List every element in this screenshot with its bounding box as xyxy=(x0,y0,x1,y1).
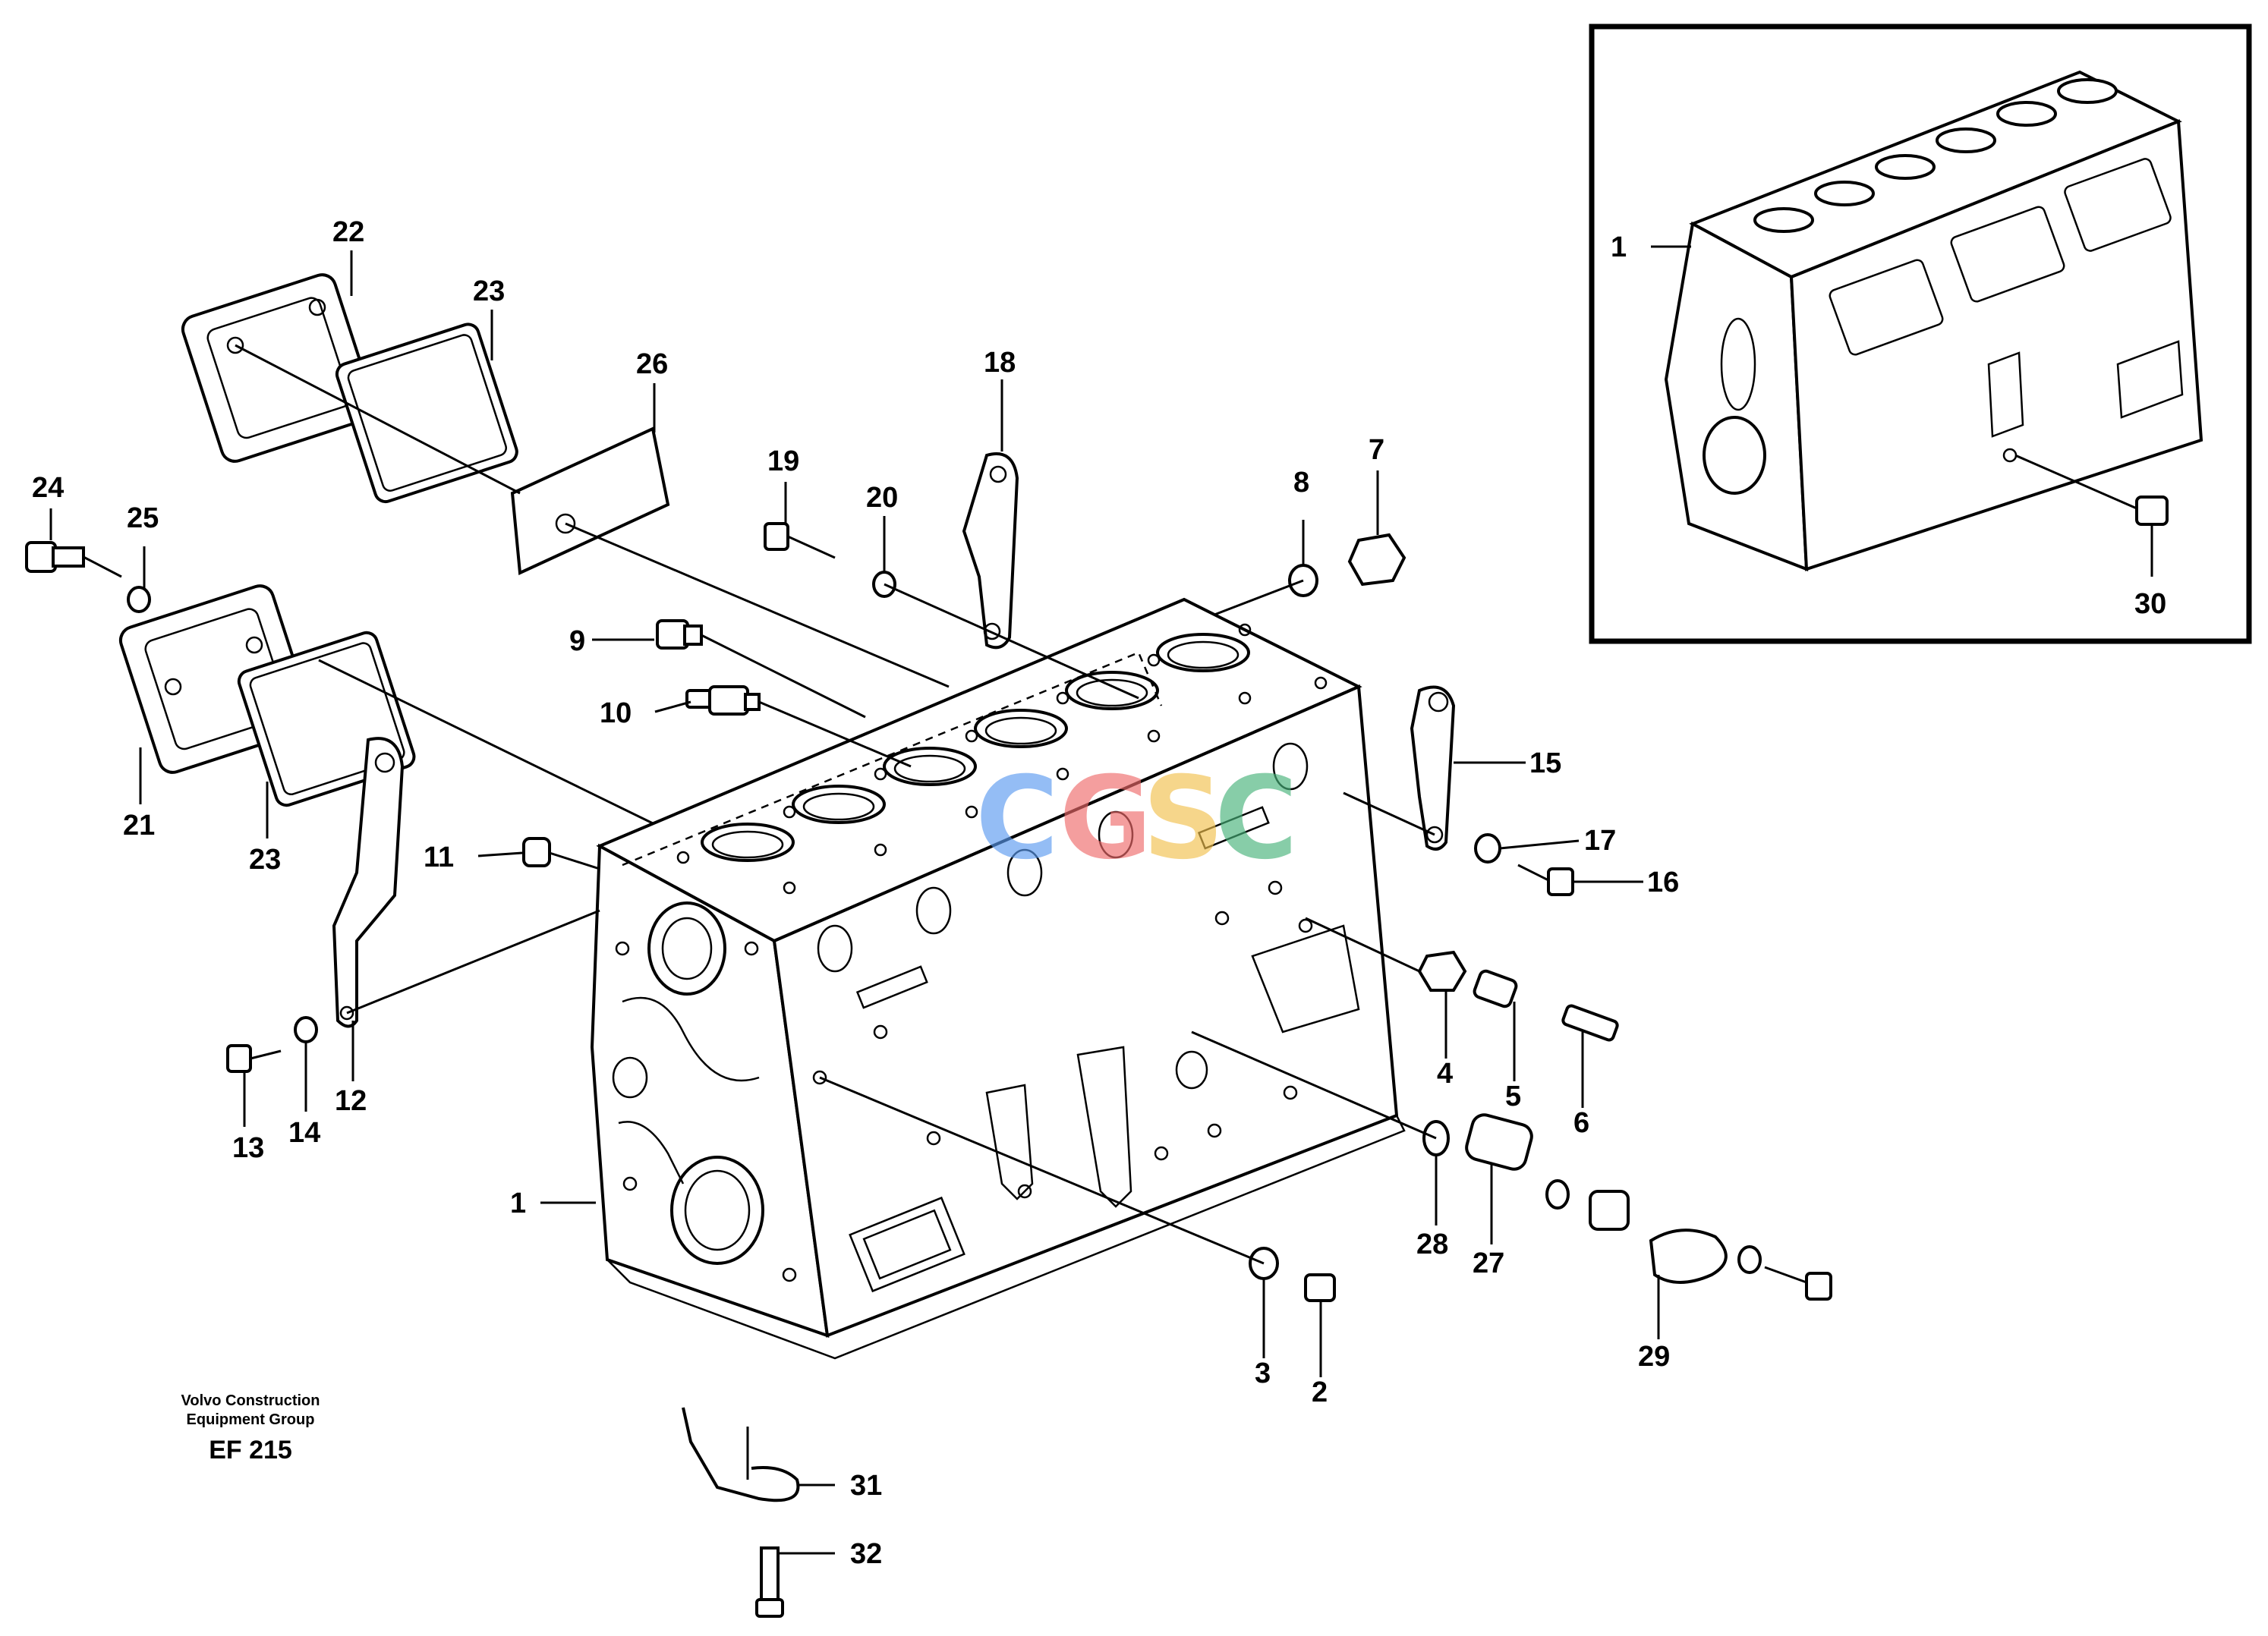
callout-32: 32 xyxy=(850,1538,882,1570)
callout-17: 17 xyxy=(1584,825,1616,857)
callout-1: 1 xyxy=(510,1188,526,1219)
cylinder-bores xyxy=(701,633,1250,862)
callout-29: 29 xyxy=(1638,1341,1670,1373)
callout-12: 12 xyxy=(335,1085,367,1117)
callout-6: 6 xyxy=(1573,1107,1589,1139)
callout-23-upper: 23 xyxy=(473,275,505,307)
callout-24: 24 xyxy=(32,472,64,504)
caption-block: Volvo Construction Equipment Group EF 21… xyxy=(181,1392,320,1465)
callout-10: 10 xyxy=(600,697,632,729)
callout-14: 14 xyxy=(288,1117,320,1149)
inset-callout-1: 1 xyxy=(1611,231,1627,263)
part-24-bolt xyxy=(25,541,122,578)
callout-11: 11 xyxy=(424,842,454,873)
inset-engine-block xyxy=(1664,70,2203,571)
callout-7: 7 xyxy=(1369,434,1384,466)
callout-18: 18 xyxy=(984,347,1016,379)
callout-19: 19 xyxy=(767,445,799,477)
cgsc-watermark: C G S C xyxy=(975,753,1298,885)
callout-16: 16 xyxy=(1647,867,1679,898)
callout-22: 22 xyxy=(332,216,364,248)
callout-20: 20 xyxy=(866,482,898,514)
callout-2: 2 xyxy=(1312,1376,1328,1408)
callout-23-lower: 23 xyxy=(249,844,281,876)
watermark-letter-1: C xyxy=(975,753,1059,885)
watermark-letter-3: S xyxy=(1142,753,1224,885)
callout-27: 27 xyxy=(1473,1247,1504,1279)
inset-panel: 1 30 xyxy=(1589,24,2252,644)
callout-4: 4 xyxy=(1437,1058,1453,1090)
callout-3: 3 xyxy=(1255,1358,1271,1389)
callout-15: 15 xyxy=(1529,747,1561,779)
callout-13: 13 xyxy=(232,1132,264,1164)
callout-31: 31 xyxy=(850,1470,882,1502)
caption-company-line1: Volvo Construction xyxy=(181,1392,320,1409)
deck-bolt-holes xyxy=(676,623,1328,895)
callout-25: 25 xyxy=(127,502,159,534)
watermark-letter-2: G xyxy=(1059,753,1152,885)
engine-block xyxy=(590,597,1406,1360)
loose-parts xyxy=(25,273,1832,1618)
figure-code: EF 215 xyxy=(209,1436,292,1465)
watermark-letter-4: C xyxy=(1214,753,1298,885)
leader-lines xyxy=(49,250,1660,1555)
callout-28: 28 xyxy=(1416,1229,1448,1260)
callout-26: 26 xyxy=(636,348,668,380)
callout-21: 21 xyxy=(123,810,155,842)
callout-9: 9 xyxy=(569,625,585,657)
caption-company-line2: Equipment Group xyxy=(187,1411,315,1428)
callout-numbers: 22 23 26 18 19 20 8 7 24 25 9 10 11 21 2… xyxy=(32,216,1679,1570)
callout-5: 5 xyxy=(1505,1081,1521,1112)
callout-8: 8 xyxy=(1293,467,1309,499)
callout-30: 30 xyxy=(2134,588,2166,620)
